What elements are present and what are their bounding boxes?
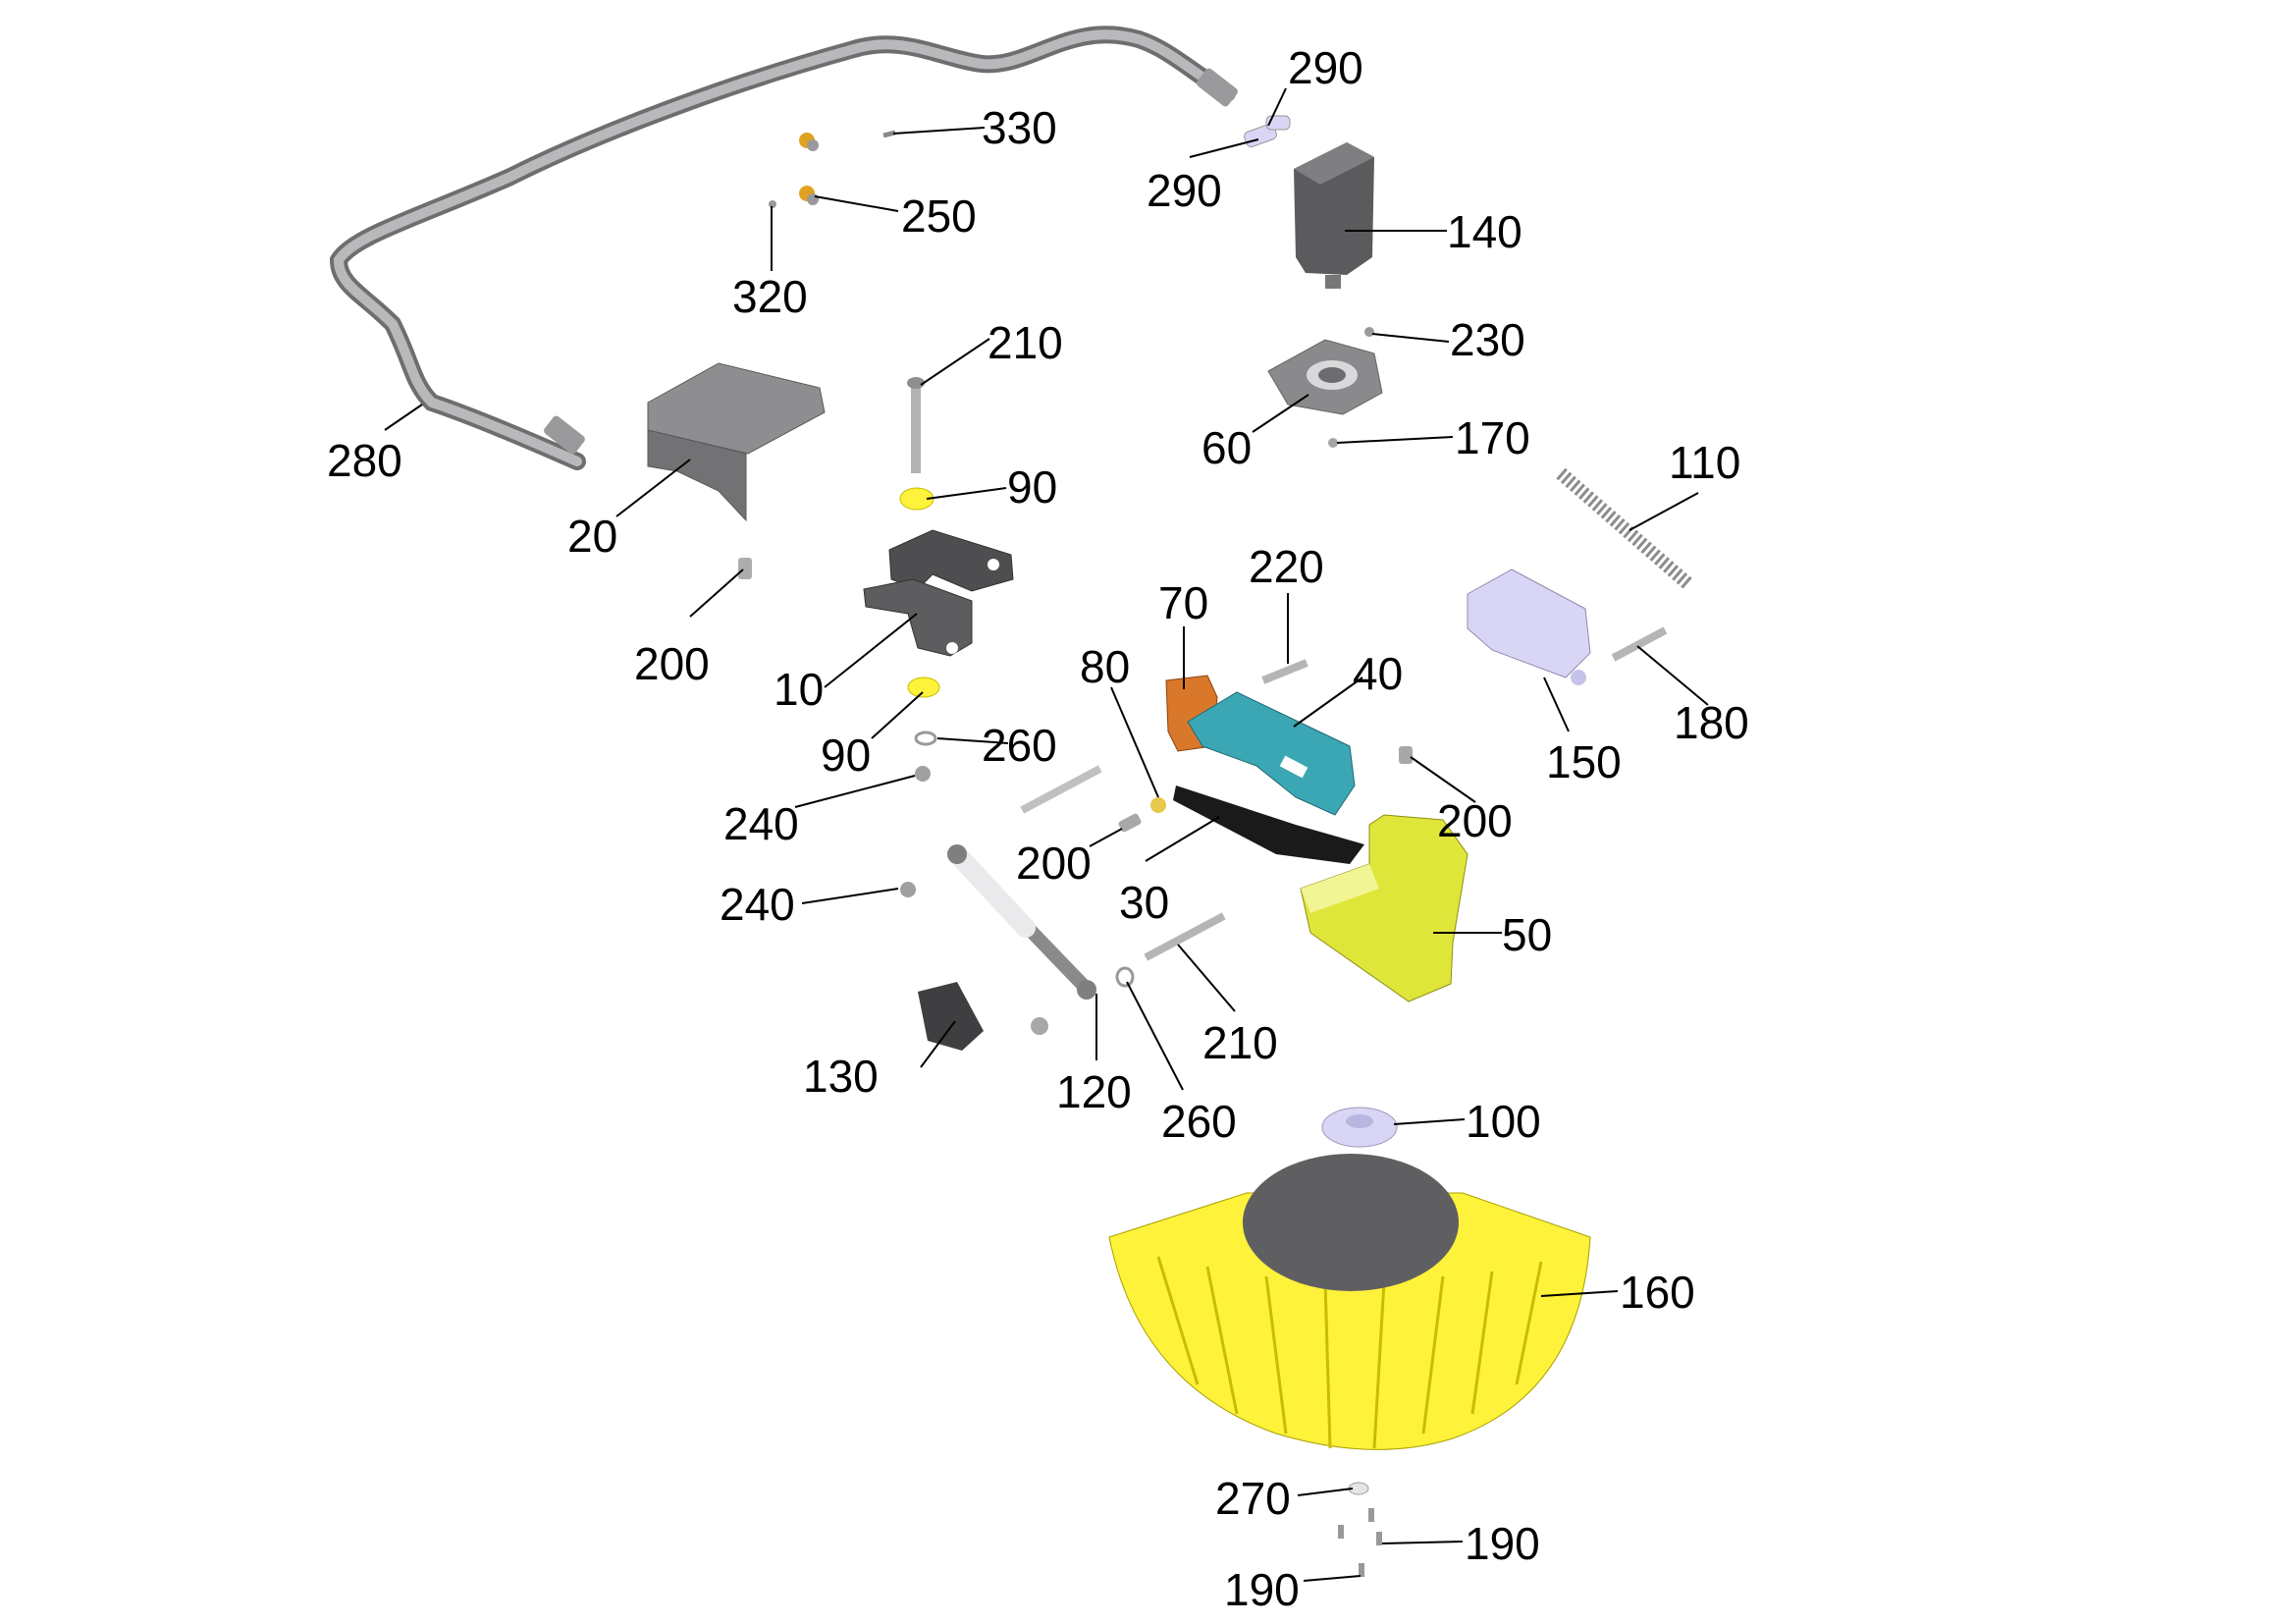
part-80-nut	[1150, 797, 1166, 813]
callout-10[interactable]: 10	[774, 664, 824, 715]
part-250-clip	[799, 186, 819, 205]
part-230-screw	[1364, 327, 1374, 337]
callout-labels: 280 330 250 320 290 290 140 230 60 170 2…	[327, 42, 1749, 1615]
part-60-flange-plate	[1267, 339, 1383, 415]
callout-270[interactable]: 270	[1215, 1473, 1291, 1524]
callout-230[interactable]: 230	[1450, 314, 1525, 365]
callout-250[interactable]: 250	[901, 190, 977, 242]
callout-330[interactable]: 330	[982, 102, 1057, 153]
callout-200-middle[interactable]: 200	[1016, 838, 1092, 889]
part-90-washer-lower	[907, 677, 940, 698]
part-200-screw-left	[738, 558, 752, 579]
callout-150[interactable]: 150	[1546, 736, 1622, 787]
callout-210-upper[interactable]: 210	[988, 317, 1063, 368]
callout-290-lower[interactable]: 290	[1147, 165, 1222, 216]
callout-90-lower[interactable]: 90	[821, 730, 871, 781]
callout-260-lower[interactable]: 260	[1161, 1096, 1237, 1147]
callout-280[interactable]: 280	[327, 435, 402, 486]
callout-130[interactable]: 130	[803, 1051, 879, 1102]
part-290-fittings	[1244, 115, 1291, 148]
part-330-clip	[799, 130, 896, 151]
callout-60[interactable]: 60	[1201, 422, 1252, 473]
part-10-hinge-bracket	[863, 529, 1014, 657]
callout-80[interactable]: 80	[1080, 641, 1130, 692]
part-220-bolt	[1261, 659, 1308, 684]
part-40-arm	[1187, 691, 1356, 816]
leader-lines	[384, 87, 1709, 1582]
part-180-bolt	[1611, 626, 1668, 662]
callout-200-right[interactable]: 200	[1437, 795, 1513, 846]
callout-170[interactable]: 170	[1455, 412, 1530, 463]
callout-260-upper[interactable]: 260	[982, 720, 1057, 771]
callout-110[interactable]: 110	[1669, 437, 1740, 488]
callout-140[interactable]: 140	[1447, 206, 1522, 257]
part-190-screws	[1338, 1508, 1382, 1577]
callout-220[interactable]: 220	[1249, 541, 1324, 592]
part-30-lower-arm	[1173, 785, 1364, 864]
part-260-ring-upper	[914, 731, 937, 746]
part-170-screw	[1328, 438, 1338, 448]
callout-90-upper[interactable]: 90	[1007, 461, 1057, 513]
part-20-mounting-bracket	[647, 362, 826, 522]
callout-190-right[interactable]: 190	[1465, 1518, 1540, 1569]
callout-160[interactable]: 160	[1620, 1267, 1695, 1318]
part-280-hose	[329, 26, 1238, 470]
part-140-motor	[1294, 142, 1374, 289]
part-50-housing	[1300, 814, 1468, 1002]
callout-120[interactable]: 120	[1056, 1066, 1132, 1117]
callout-210-lower[interactable]: 210	[1202, 1017, 1278, 1068]
callout-290-upper[interactable]: 290	[1288, 42, 1363, 93]
callout-240-upper[interactable]: 240	[723, 798, 799, 849]
part-110-spring	[1556, 467, 1693, 590]
part-150-actuator	[1467, 568, 1591, 685]
part-240-nut-upper	[915, 766, 931, 782]
callout-40[interactable]: 40	[1353, 648, 1403, 699]
part-240-nut-lower	[900, 882, 916, 897]
part-210-bolt-lower	[1144, 912, 1226, 961]
callout-20[interactable]: 20	[567, 511, 617, 562]
callout-30[interactable]: 30	[1119, 877, 1169, 928]
part-130-bellows	[918, 982, 984, 1051]
part-100-hub	[1321, 1107, 1398, 1148]
part-120-gas-spring	[947, 844, 1096, 1000]
callout-320[interactable]: 320	[732, 271, 808, 322]
callout-100[interactable]: 100	[1466, 1096, 1541, 1147]
part-200-bolt-middle	[1020, 765, 1142, 833]
part-small-nut	[1031, 1017, 1048, 1035]
callout-190-left[interactable]: 190	[1224, 1564, 1300, 1615]
callout-240-lower[interactable]: 240	[720, 879, 795, 930]
part-200-screw-right	[1399, 746, 1413, 764]
callout-180[interactable]: 180	[1674, 697, 1749, 748]
callout-70[interactable]: 70	[1158, 577, 1208, 628]
part-260-ring-lower	[1115, 966, 1135, 988]
part-210-bolt-upper	[907, 377, 925, 473]
callout-200-left[interactable]: 200	[634, 638, 710, 689]
part-160-brush	[1108, 1154, 1591, 1450]
callout-50[interactable]: 50	[1502, 909, 1552, 960]
